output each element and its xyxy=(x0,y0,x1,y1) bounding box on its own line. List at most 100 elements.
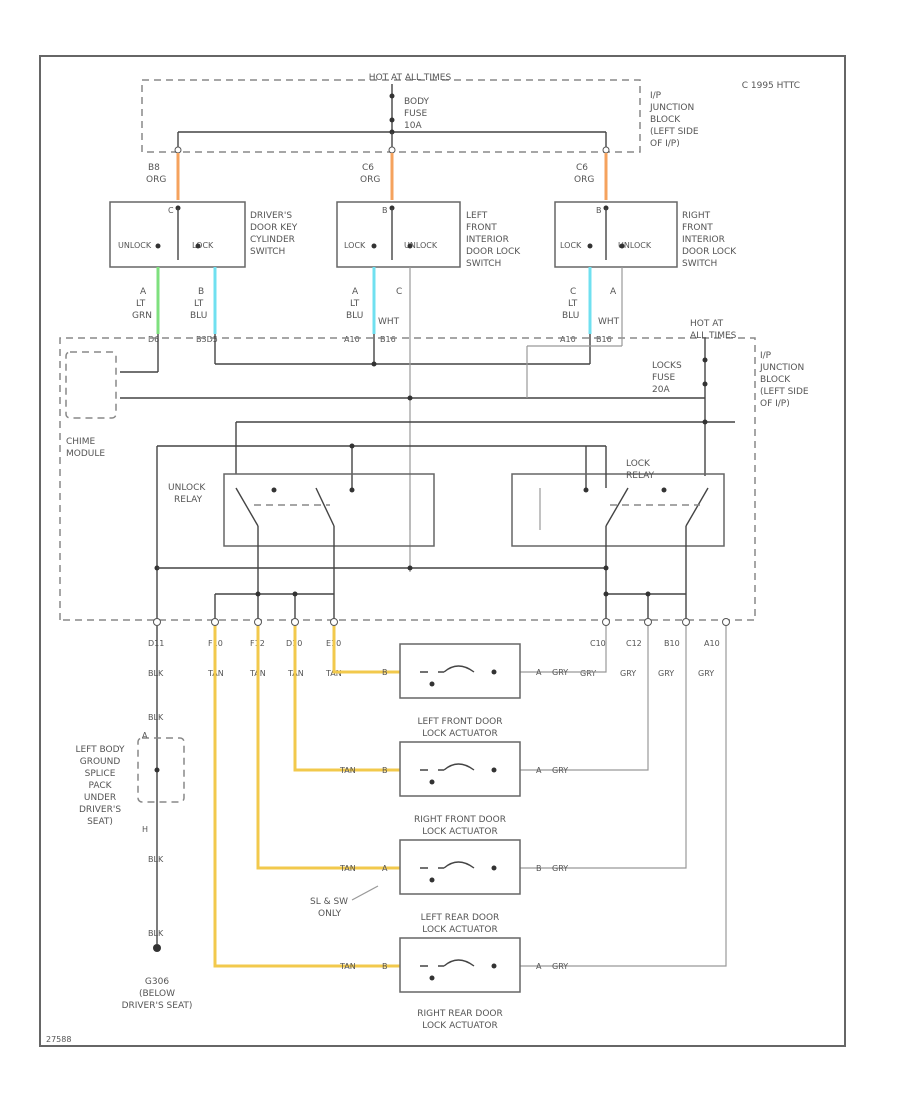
switch3-pin-in: B xyxy=(596,206,602,215)
tan-wire-lr-actuator xyxy=(256,626,400,870)
svg-text:FRONT: FRONT xyxy=(466,223,497,233)
actuator-right-front: B A RIGHT FRONT DOOR LOCK ACTUATOR xyxy=(382,741,542,837)
driver-key-switch-box xyxy=(109,201,246,268)
svg-text:I/P: I/P xyxy=(650,91,662,101)
unlock-relay-label-1: UNLOCK xyxy=(168,483,206,493)
svg-text:D11: D11 xyxy=(148,639,164,648)
copyright-text: C 1995 HTTC xyxy=(742,81,800,91)
switch3-right-dot xyxy=(619,243,625,249)
svg-text:(BELOW: (BELOW xyxy=(139,989,175,999)
gry-wire-lf-actuator xyxy=(520,626,607,673)
svg-text:GROUND: GROUND xyxy=(80,757,121,767)
svg-text:LOCK ACTUATOR: LOCK ACTUATOR xyxy=(422,925,498,935)
gry-label-4: GRY xyxy=(698,669,714,678)
svg-text:A: A xyxy=(536,962,542,971)
switch3-name: RIGHT FRONT INTERIOR DOOR LOCK SWITCH xyxy=(682,211,737,269)
switch2-right-dot xyxy=(407,243,413,249)
switch1-wire-top: ORG xyxy=(146,175,166,185)
chime-module-box xyxy=(65,351,117,419)
dist-dot-4 xyxy=(603,591,609,597)
sw2-out-right-pin: C xyxy=(396,287,402,297)
gry-label-lf: GRY xyxy=(552,668,568,677)
svg-text:G306: G306 xyxy=(145,977,169,987)
unlock-relay-switch-1 xyxy=(235,487,259,527)
svg-text:C10: C10 xyxy=(590,639,606,648)
sl-sw-leader xyxy=(351,885,379,901)
switch1-name: DRIVER'S DOOR KEY CYLINDER SWITCH xyxy=(250,211,298,257)
switch2-pin-in: B xyxy=(382,206,388,215)
svg-text:JUNCTION: JUNCTION xyxy=(649,103,694,113)
splice-pin-bottom: H xyxy=(142,825,148,834)
unlock-relay-switch-2 xyxy=(315,487,335,527)
sl-sw-note-2: ONLY xyxy=(318,909,342,919)
switch3-left-dot xyxy=(587,243,593,249)
tan-label-rr: TAN xyxy=(339,962,356,971)
gry-label-rf: GRY xyxy=(552,766,568,775)
ground-splice-label: LEFT BODY GROUND SPLICE PACK UNDER DRIVE… xyxy=(75,745,125,827)
tan-label-lr: TAN xyxy=(339,864,356,873)
unlock-relay-label-2: RELAY xyxy=(174,495,203,505)
svg-text:DOOR LOCK: DOOR LOCK xyxy=(682,247,737,257)
svg-text:DRIVER'S SEAT): DRIVER'S SEAT) xyxy=(122,1001,193,1011)
fuse-name-2: FUSE xyxy=(404,109,427,119)
locks-fuse-top xyxy=(702,357,708,363)
svg-text:LOCKS: LOCKS xyxy=(652,361,682,371)
lf-unlock-dot xyxy=(407,395,413,401)
sw1-out-right-wire-2: BLU xyxy=(190,311,207,321)
gry-label-lr: GRY xyxy=(552,864,568,873)
gry-wire-rr-actuator xyxy=(520,626,727,967)
sw3-conn-left: A10 xyxy=(560,335,576,344)
ground-label: G306 (BELOW DRIVER'S SEAT) xyxy=(122,977,193,1011)
svg-text:DRIVER'S: DRIVER'S xyxy=(250,211,292,221)
switch1-right-dot xyxy=(195,243,201,249)
svg-text:RIGHT: RIGHT xyxy=(682,211,711,221)
switch2-left-dot xyxy=(371,243,377,249)
svg-text:(LEFT SIDE: (LEFT SIDE xyxy=(760,387,809,397)
diagram-frame xyxy=(39,55,846,1047)
tan-wire-rr-actuator xyxy=(213,626,400,968)
svg-text:LOCK ACTUATOR: LOCK ACTUATOR xyxy=(422,827,498,837)
ground-terminal xyxy=(153,944,161,952)
lock-relay-switch-1 xyxy=(605,487,629,527)
switch3-wire-top: ORG xyxy=(574,175,594,185)
ground-dot-mid xyxy=(407,565,413,571)
svg-text:RIGHT REAR DOOR: RIGHT REAR DOOR xyxy=(417,1009,503,1019)
switch1-left-dot xyxy=(155,243,161,249)
sw2-out-left-pin: A xyxy=(352,287,359,297)
blk-label-1: BLK xyxy=(148,669,164,678)
svg-text:ALL TIMES: ALL TIMES xyxy=(690,331,737,341)
svg-text:SWITCH: SWITCH xyxy=(466,259,501,269)
connector-c6-left xyxy=(388,146,396,154)
svg-text:PACK: PACK xyxy=(88,781,112,791)
sw2-conn-right: B16 xyxy=(380,335,396,344)
sw2-conn-left: A10 xyxy=(344,335,360,344)
sw1-out-left-pin: A xyxy=(140,287,147,297)
gry-wire-rf-actuator xyxy=(520,626,649,771)
lf-lock-dot xyxy=(371,361,377,367)
lock-relay-label-1: LOCK xyxy=(626,459,651,469)
gry-label-1: GRY xyxy=(580,669,596,678)
svg-text:A10: A10 xyxy=(704,639,720,648)
fuse-name-1: BODY xyxy=(404,97,430,107)
lock-relay-switch-2 xyxy=(685,487,709,527)
sw3-out-left-wire-1: LT xyxy=(568,299,578,309)
switch1-left-term: UNLOCK xyxy=(118,241,152,250)
hot-at-all-times-top: HOT AT ALL TIMES xyxy=(369,73,452,83)
right-junction-label: I/P JUNCTION BLOCK (LEFT SIDE OF I/P) xyxy=(759,351,809,409)
actuator-left-front: B A LEFT FRONT DOOR LOCK ACTUATOR xyxy=(382,643,542,739)
switch1-right-term: LOCK xyxy=(192,241,214,250)
svg-text:B: B xyxy=(536,864,542,873)
splice-dot xyxy=(154,767,160,773)
locks-fuse-label: LOCKS FUSE 20A xyxy=(652,361,682,395)
sw3-out-left-wire-2: BLU xyxy=(562,311,579,321)
svg-text:B: B xyxy=(382,668,388,677)
svg-text:20A: 20A xyxy=(652,385,670,395)
gry-wire-lr-actuator xyxy=(520,626,687,869)
lock-relay-box xyxy=(511,473,725,547)
sw3-out-right-pin: A xyxy=(610,287,617,297)
fuse-top-dot xyxy=(389,93,395,99)
svg-text:JUNCTION: JUNCTION xyxy=(759,363,804,373)
svg-text:B10: B10 xyxy=(664,639,680,648)
svg-text:RIGHT FRONT DOOR: RIGHT FRONT DOOR xyxy=(414,815,506,825)
svg-text:OF I/P): OF I/P) xyxy=(650,139,680,149)
